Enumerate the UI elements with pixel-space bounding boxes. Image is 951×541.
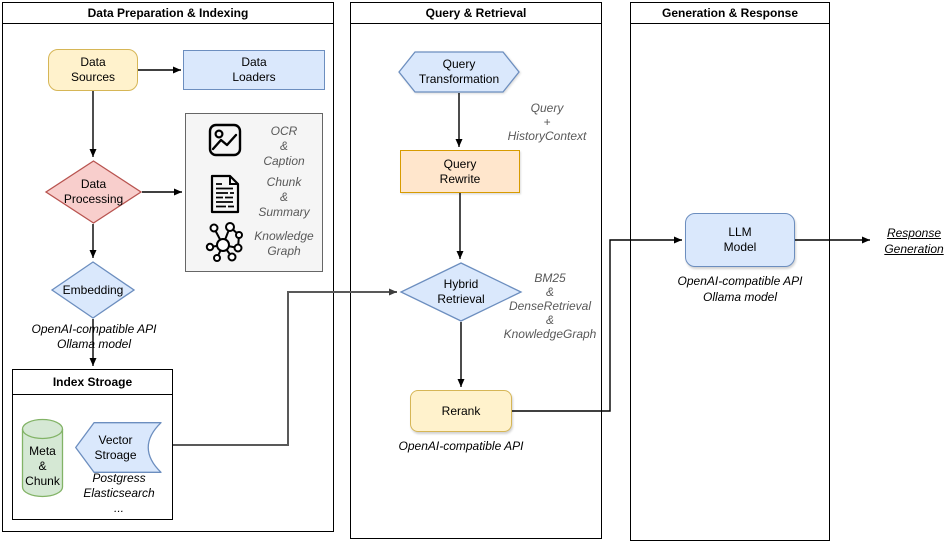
vector-storage-note: Postgress Elasticsearch ... (83, 471, 155, 515)
lane-title-generation-response: Generation & Response (631, 3, 829, 24)
diamond-shape (50, 261, 136, 319)
panel-item-label-chunk-summary: Chunk & Summary (258, 175, 310, 219)
node-llm-model: LLM Model (685, 213, 795, 267)
embedding-note: OpenAI-compatible API Ollama model (31, 322, 157, 351)
node-label: LLM Model (723, 225, 757, 254)
node-vector-storage: Vector Stroage (75, 422, 162, 473)
index-storage-box: Index Stroage Meta & Chunk Vector Stroag… (12, 369, 173, 520)
node-query-transformation: Query Transformation (398, 51, 520, 93)
node-data-sources: Data Sources (48, 49, 138, 91)
node-label: Data Processing (63, 177, 124, 206)
processing-methods-panel: OCR & Caption Chunk & Summary Know (185, 113, 323, 272)
knowledge-graph-icon (203, 220, 245, 265)
node-label: Query Transformation (418, 57, 500, 86)
node-hybrid-retrieval: Hybrid Retrieval (399, 262, 523, 322)
node-query-rewrite: Query Rewrite (400, 150, 520, 193)
node-embedding: Embedding (50, 261, 136, 319)
panel-item-label-knowledge-graph: Knowledge Graph (254, 229, 314, 258)
index-storage-title: Index Stroage (13, 370, 172, 395)
diamond-shape (44, 160, 143, 224)
node-label: Embedding (62, 282, 124, 297)
lane-title-query-retrieval: Query & Retrieval (351, 3, 601, 24)
database-cylinder-icon (21, 418, 64, 498)
llm-model-note: OpenAI-compatible API Ollama model (677, 274, 803, 304)
node-label: Hybrid Retrieval (437, 277, 485, 306)
node-data-loaders: Data Loaders (183, 50, 325, 90)
node-label: Data Loaders (232, 55, 276, 84)
rerank-note: OpenAI-compatible API (398, 439, 524, 453)
response-generation-label: Response Generation (884, 226, 944, 256)
diamond-shape (399, 262, 523, 322)
node-label: Rerank (441, 403, 481, 418)
node-label: Query Rewrite (439, 156, 481, 186)
panel-item-label-ocr-caption: OCR & Caption (263, 124, 305, 168)
stored-data-shape (75, 422, 162, 473)
lane-generation-response: Generation & Response (630, 2, 830, 541)
node-rerank: Rerank (410, 390, 512, 432)
node-label: Meta & Chunk (25, 443, 60, 488)
document-icon (209, 174, 241, 217)
lane-data-preparation-indexing: Data Preparation & Indexing (2, 2, 334, 532)
query-transformation-note: Query + HistoryContext (507, 101, 587, 143)
image-icon (208, 123, 242, 160)
node-label: Data Sources (70, 55, 116, 84)
lane-title-data-preparation: Data Preparation & Indexing (3, 3, 333, 24)
hexagon-shape (398, 51, 520, 93)
node-data-processing: Data Processing (44, 160, 143, 224)
hybrid-retrieval-note: BM25 & DenseRetrieval & KnowledgeGraph (503, 271, 597, 341)
node-meta-chunk-store: Meta & Chunk (21, 418, 64, 498)
node-label: Vector Stroage (94, 432, 137, 462)
